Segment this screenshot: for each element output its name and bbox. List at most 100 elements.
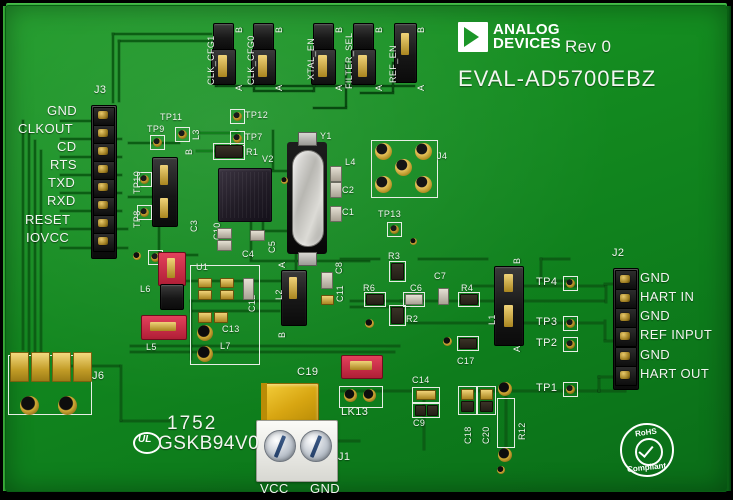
label-tp3: TP3	[536, 316, 558, 328]
resistor-r4	[460, 294, 478, 305]
u1-pad	[220, 290, 234, 300]
capacitor-c2	[330, 182, 342, 198]
capacitor-c14	[416, 390, 436, 400]
j1-screw-gnd[interactable]	[300, 430, 332, 462]
capacitor-c9	[415, 405, 426, 416]
via-small	[410, 238, 417, 245]
j2-label-gnd-3: GND	[640, 347, 671, 362]
label-xtal-en-b: B	[334, 26, 344, 33]
label-j3: J3	[94, 84, 107, 96]
j4-pad-4[interactable]	[375, 176, 392, 193]
j6-finger-1[interactable]	[10, 352, 29, 382]
jumper-l6[interactable]	[158, 252, 186, 286]
crystal-tab-bottom	[298, 252, 317, 266]
j2-pin-contact	[620, 352, 630, 360]
jumper-xtal-en[interactable]	[313, 23, 334, 51]
label-clk-cfg1-a: A	[234, 84, 244, 91]
label-l4: L4	[345, 157, 356, 167]
j1-label-gnd: GND	[310, 481, 341, 496]
capacitor-c4	[217, 240, 232, 251]
j4-pad-3[interactable]	[395, 159, 412, 176]
j4-pad-1[interactable]	[375, 143, 392, 160]
testpoint-tp11[interactable]	[175, 127, 190, 142]
j3-pin-contact	[98, 183, 108, 191]
u1-pad	[198, 290, 212, 300]
capacitor-c12	[243, 278, 254, 300]
resistor-r2	[391, 307, 404, 324]
j6-finger-2[interactable]	[31, 352, 50, 382]
rohs-label-top: RoHS	[634, 426, 658, 439]
j6-hole-1	[20, 396, 39, 415]
label-tp12: TP12	[245, 110, 269, 120]
jumper-filter-sel[interactable]	[353, 23, 374, 51]
capacitor-c20b	[480, 401, 493, 412]
inductor-l4	[330, 166, 342, 182]
j1-label-vcc: VCC	[260, 481, 289, 496]
revision-label: Rev 0	[565, 37, 612, 56]
testpoint-tp1[interactable]	[563, 382, 578, 397]
label-c20: C20	[481, 426, 491, 444]
label-clk-cfg0: CLK_CFG0	[246, 35, 256, 85]
j3-pin-contact	[98, 237, 108, 245]
label-l2-a: A	[277, 261, 287, 268]
label-j4: J4	[437, 151, 448, 161]
label-j6: J6	[92, 370, 105, 382]
j6-finger-4[interactable]	[73, 352, 92, 382]
j1-screw-vcc[interactable]	[264, 430, 296, 462]
capacitor-c3	[217, 228, 232, 239]
capacitor-c6-outline	[403, 292, 425, 307]
u1-pad	[214, 312, 228, 323]
crystal-tab-top	[298, 132, 317, 146]
label-l5: L5	[146, 342, 157, 352]
shunt-contact	[150, 322, 176, 331]
label-u1: U1	[196, 262, 209, 272]
testpoint-tp9[interactable]	[150, 135, 165, 150]
testpoint-tp8[interactable]	[137, 205, 152, 220]
rohs-check-icon	[635, 438, 663, 466]
jumper-clk-cfg0[interactable]	[253, 23, 274, 51]
label-c18: C18	[463, 426, 473, 444]
j3-pin-contact	[98, 219, 108, 227]
label-c17: C17	[457, 356, 475, 366]
label-lk13: LK13	[341, 406, 369, 418]
via-small	[443, 337, 452, 346]
label-clk-cfg1: CLK_CFG1	[206, 35, 216, 85]
shunt-contact	[160, 198, 168, 218]
label-ref-en-b: B	[416, 26, 426, 33]
testpoint-tp4[interactable]	[563, 276, 578, 291]
u1-outline	[190, 265, 260, 365]
testpoint-tp10[interactable]	[137, 172, 152, 187]
testpoint-tp3[interactable]	[563, 316, 578, 331]
testpoint-tp12[interactable]	[230, 109, 245, 124]
j3-label-rxd: RXD	[47, 193, 76, 208]
capacitor-c9b	[427, 405, 438, 416]
j3-label-cd: CD	[57, 139, 77, 154]
jumper-l6-header[interactable]	[160, 284, 184, 310]
capacitor-c20	[480, 389, 493, 400]
j3-pin-contact	[98, 129, 108, 137]
j2-pin-contact	[620, 294, 630, 302]
pcb-substrate	[6, 6, 727, 491]
testpoint-tp13[interactable]	[387, 222, 402, 237]
j6-hole-2	[58, 396, 77, 415]
capacitor-c20-outline	[477, 386, 496, 415]
j3-label-txd: TXD	[48, 175, 76, 190]
j3-pin-contact	[98, 111, 108, 119]
j3-label-clkout: CLKOUT	[18, 121, 74, 136]
ul-code-2: GSKB94V0	[158, 433, 260, 454]
shunt-contact	[401, 33, 409, 55]
r12-pad-top	[498, 382, 512, 396]
j4-pad-5[interactable]	[415, 176, 432, 193]
label-l2: L2	[274, 289, 284, 300]
capacitor-c14-outline	[412, 387, 440, 403]
testpoint-tp2[interactable]	[563, 337, 578, 352]
u1-pad	[198, 278, 212, 288]
rohs-label-bottom: Compliant	[626, 460, 667, 475]
j6-finger-3[interactable]	[52, 352, 71, 382]
j4-pad-2[interactable]	[415, 143, 432, 160]
jumper-clk-cfg1[interactable]	[213, 23, 234, 51]
label-r3: R3	[388, 251, 401, 261]
label-c1: C1	[342, 207, 355, 217]
capacitor-c18-outline	[458, 386, 477, 415]
shunt-contact	[358, 55, 367, 77]
